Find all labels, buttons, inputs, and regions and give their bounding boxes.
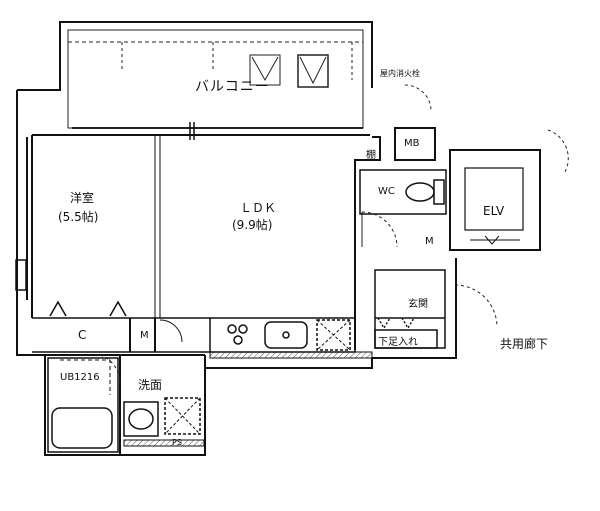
bathroom <box>47 357 119 453</box>
elevator <box>449 149 541 251</box>
ps-hatch <box>123 439 205 447</box>
kitchen <box>209 317 356 353</box>
closet-marks <box>49 300 127 317</box>
wc-label: WC <box>378 186 395 197</box>
storage-m1-label: M <box>140 330 149 341</box>
interior-walls <box>31 134 370 455</box>
closet-label: C <box>78 328 87 342</box>
washroom <box>123 397 201 437</box>
ps-label: PS <box>172 438 182 447</box>
western-room-size: (5.5帖) <box>58 210 99 224</box>
ldk-size: (9.9帖) <box>232 218 273 232</box>
wc-room <box>359 169 447 215</box>
ldk-label: ＬＤＫ <box>240 201 277 215</box>
mb-label: MB <box>404 138 420 149</box>
washroom-label: 洗面 <box>138 378 163 392</box>
entrance-label: 玄関 <box>408 299 428 310</box>
entrance-area <box>374 269 446 349</box>
elv-label: ELV <box>483 204 505 218</box>
shoe-storage-label: 下足入れ <box>378 337 418 348</box>
door-swings <box>99 84 569 383</box>
bath-label: UB1216 <box>60 372 100 383</box>
storage-m2-label: M <box>425 236 434 247</box>
corridor-label: 共用廊下 <box>500 337 549 351</box>
balcony-area <box>67 29 364 129</box>
kitchen-hatch <box>209 351 373 359</box>
hydrant-label: 屋内消火栓 <box>380 69 420 78</box>
shelf-label: 棚 <box>366 150 376 161</box>
western-room-label: 洋室 <box>70 191 95 205</box>
mb-box <box>394 127 436 161</box>
outer-walls <box>16 21 457 456</box>
balcony-label: バルコニー <box>195 79 270 95</box>
window-markers <box>15 122 195 291</box>
